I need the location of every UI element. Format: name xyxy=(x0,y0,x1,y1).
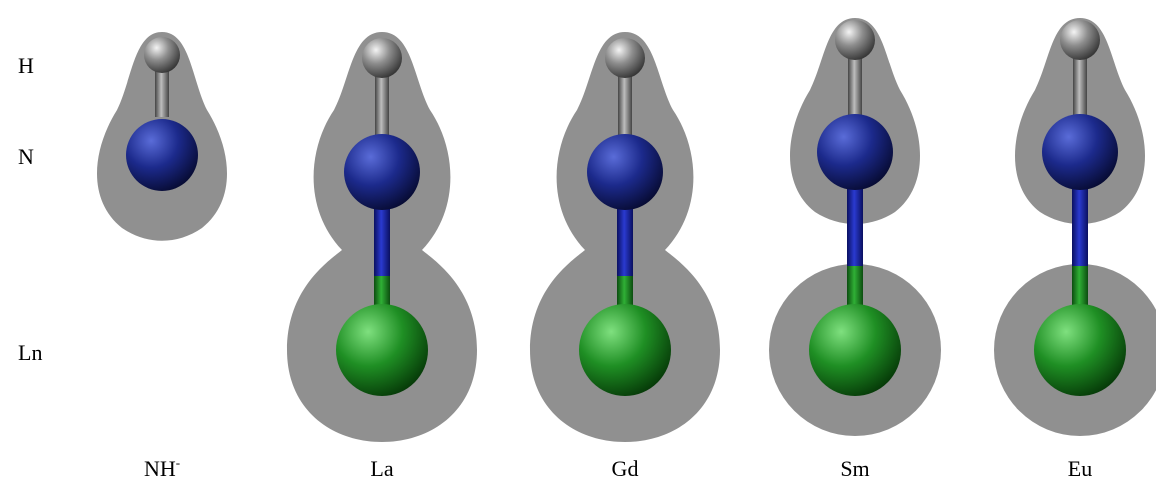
panel-label-sm: Sm xyxy=(840,456,870,481)
lanthanide-atom xyxy=(336,304,428,396)
bond-n-ln-upper xyxy=(617,192,633,276)
bond-h-n xyxy=(155,62,169,117)
row-label-ln: Ln xyxy=(18,340,43,365)
bond-n-ln-upper xyxy=(374,192,390,276)
bond-n-ln-upper xyxy=(847,172,863,266)
panel-eu xyxy=(994,18,1156,436)
hydrogen-atom xyxy=(144,37,180,73)
hydrogen-atom xyxy=(835,20,875,60)
panel-la xyxy=(287,32,477,442)
bond-n-ln-upper xyxy=(1072,172,1088,266)
lanthanide-atom xyxy=(1034,304,1126,396)
lanthanide-atom xyxy=(809,304,901,396)
panel-gd xyxy=(530,32,720,442)
row-label-n: N xyxy=(18,144,34,169)
panel-label-nh: NH- xyxy=(143,455,181,481)
row-label-h: H xyxy=(18,53,34,78)
hydrogen-atom xyxy=(362,38,402,78)
nitrogen-atom xyxy=(126,119,198,191)
nitrogen-atom xyxy=(1042,114,1118,190)
panel-label-la: La xyxy=(370,456,394,481)
nitrogen-atom xyxy=(344,134,420,210)
hydrogen-atom xyxy=(605,38,645,78)
lanthanide-atom xyxy=(579,304,671,396)
nitrogen-atom xyxy=(587,134,663,210)
panel-sm xyxy=(769,18,941,436)
nitrogen-atom xyxy=(817,114,893,190)
panel-nh xyxy=(97,32,227,241)
panel-label-eu: Eu xyxy=(1067,456,1093,481)
hydrogen-atom xyxy=(1060,20,1100,60)
panel-label-gd: Gd xyxy=(611,456,639,481)
